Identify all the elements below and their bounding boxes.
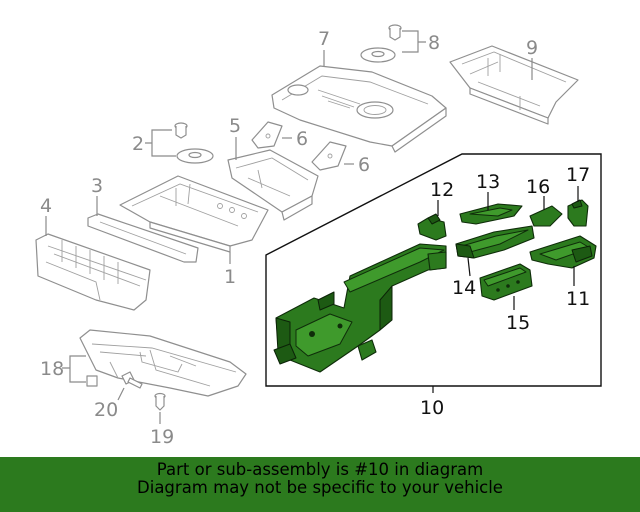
callout-10: 10 bbox=[420, 397, 444, 419]
callout-20: 20 bbox=[94, 399, 118, 421]
info-banner: Part or sub-assembly is #10 in diagram D… bbox=[0, 457, 640, 512]
part-13-reinforcement[interactable] bbox=[459, 203, 523, 225]
callout-9: 9 bbox=[526, 37, 538, 59]
part-6-plate-a bbox=[251, 121, 283, 149]
part-20-bolt bbox=[121, 371, 143, 389]
part-18-floor-assembly bbox=[79, 329, 247, 397]
part-17-plate[interactable] bbox=[567, 199, 589, 227]
part-4-rear-panel bbox=[35, 233, 151, 311]
part-16-gusset[interactable] bbox=[529, 205, 563, 227]
callout-14: 14 bbox=[452, 277, 476, 299]
banner-line-2: Diagram may not be specific to your vehi… bbox=[137, 478, 503, 497]
part-10-side-rail-assembly[interactable] bbox=[273, 243, 447, 373]
part-12-bracket[interactable] bbox=[417, 213, 447, 241]
part-14-rail-extension[interactable] bbox=[455, 225, 535, 259]
callout-19: 19 bbox=[150, 426, 174, 448]
callout-8: 8 bbox=[428, 32, 440, 54]
part-15-sill-bracket[interactable] bbox=[479, 263, 533, 301]
part-9-rear-tray bbox=[449, 45, 579, 125]
callout-2: 2 bbox=[132, 133, 144, 155]
callout-1: 1 bbox=[224, 266, 236, 288]
part-8-clip-grommet bbox=[360, 24, 402, 63]
part-3-crossmember bbox=[87, 213, 199, 263]
callout-5: 5 bbox=[229, 115, 241, 137]
part-6-plate-b bbox=[311, 141, 347, 171]
callout-18: 18 bbox=[40, 358, 64, 380]
callout-16: 16 bbox=[526, 176, 550, 198]
part-5-floor-bracket bbox=[227, 149, 319, 221]
banner-line-1: Part or sub-assembly is #10 in diagram bbox=[156, 460, 484, 479]
callout-17: 17 bbox=[566, 164, 590, 186]
part-2-clip-grommet bbox=[174, 122, 214, 164]
part-19-push-clip bbox=[154, 392, 166, 411]
callout-6-upper: 6 bbox=[296, 128, 308, 150]
callout-7: 7 bbox=[318, 28, 330, 50]
callout-12: 12 bbox=[430, 179, 454, 201]
callout-15: 15 bbox=[506, 312, 530, 334]
parts-diagram: 7 8 9 5 6 6 2 bbox=[35, 24, 602, 448]
callout-6-lower: 6 bbox=[358, 154, 370, 176]
callout-3: 3 bbox=[91, 175, 103, 197]
assembly-10-outline bbox=[265, 153, 602, 387]
callout-4: 4 bbox=[40, 195, 52, 217]
part-1-rear-floor-pan bbox=[119, 175, 269, 253]
part-11-rear-bracket[interactable] bbox=[529, 235, 597, 269]
callout-11: 11 bbox=[566, 288, 590, 310]
callout-13: 13 bbox=[476, 171, 500, 193]
part-7-package-tray bbox=[271, 65, 447, 153]
